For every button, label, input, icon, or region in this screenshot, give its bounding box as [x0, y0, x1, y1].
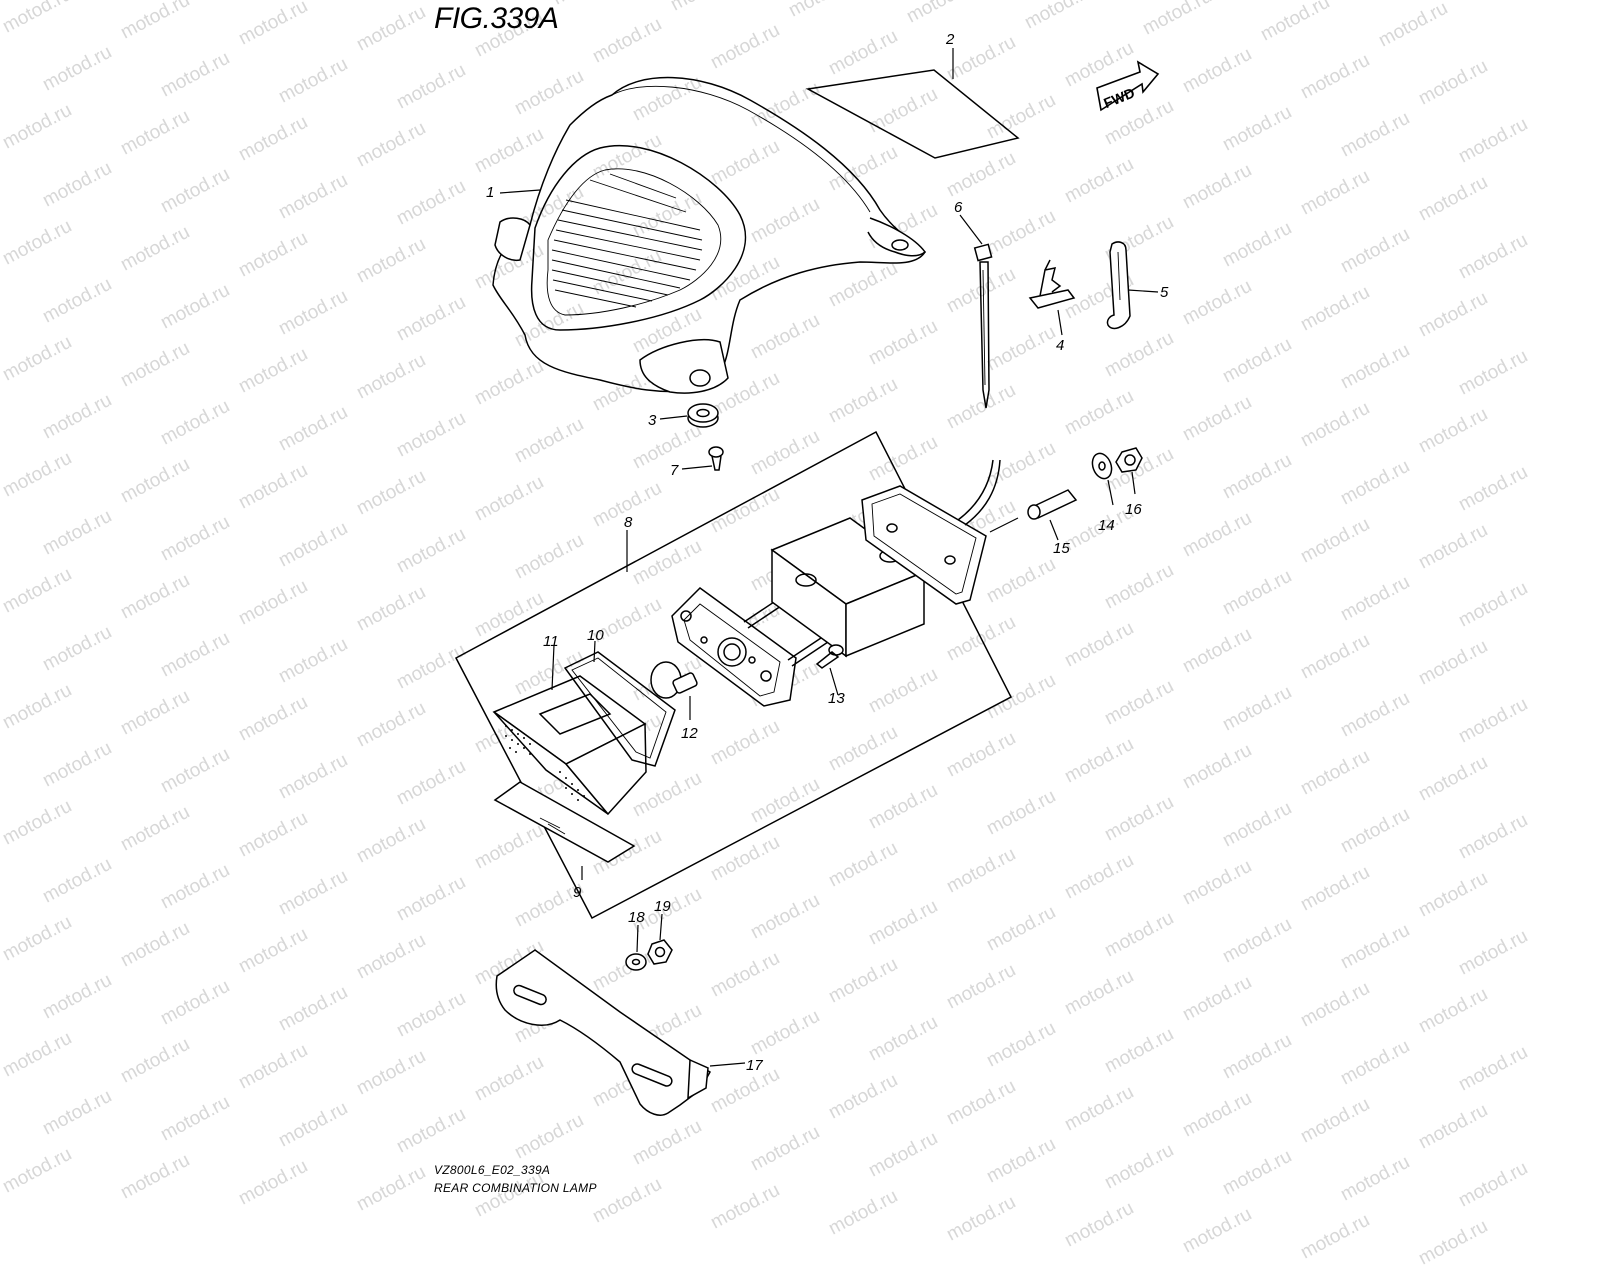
- part-18-washer: [625, 924, 647, 971]
- part-8-assembly-box: [454, 430, 1013, 920]
- part-4-clip: [1028, 259, 1076, 336]
- callout-5: 5: [1160, 284, 1169, 301]
- callout-17: 17: [746, 1057, 763, 1074]
- part-16-nut: [1115, 447, 1143, 495]
- callout-7: 7: [670, 462, 679, 479]
- rear-gasket-plate: [861, 459, 1019, 605]
- model-code: VZ800L6_E02_339A: [434, 1163, 551, 1177]
- part-15-collar: [1027, 489, 1078, 541]
- part-11-lens: [492, 644, 647, 816]
- part-3-grommet: [659, 403, 719, 428]
- callout-19: 19: [654, 898, 671, 915]
- callout-13: 13: [828, 690, 845, 707]
- callout-16: 16: [1125, 501, 1142, 518]
- part-9-plate-lens: [493, 781, 636, 880]
- callout-11: 11: [543, 633, 559, 650]
- callout-1: 1: [486, 184, 494, 201]
- part-17-bracket: [495, 949, 746, 1116]
- part-10-gasket: [563, 640, 676, 767]
- callout-8: 8: [624, 514, 633, 531]
- part-2-sheet: [805, 48, 1020, 159]
- parts-diagram: FWD: [454, 31, 1169, 1116]
- callout-4: 4: [1056, 337, 1064, 354]
- callout-9: 9: [573, 884, 582, 901]
- callout-12: 12: [681, 725, 698, 742]
- callout-14: 14: [1098, 517, 1115, 534]
- watermark-text: motod.ru: [1179, 1203, 1256, 1258]
- diagram-title: REAR COMBINATION LAMP: [434, 1181, 597, 1195]
- part-14-washer: [1091, 452, 1114, 506]
- part-19-nut: [647, 913, 673, 965]
- callout-3: 3: [648, 412, 657, 429]
- callout-15: 15: [1053, 540, 1070, 557]
- watermark-text: motod.ru: [1415, 1215, 1492, 1270]
- callout-18: 18: [628, 909, 645, 926]
- callout-2: 2: [945, 31, 955, 48]
- part-12-bulb: [650, 661, 698, 720]
- part-7-screw: [681, 446, 724, 471]
- part-1-tail-lamp-housing: [492, 76, 927, 394]
- watermark-text: motod.ru: [1297, 1209, 1374, 1264]
- fwd-arrow-icon: FWD: [1096, 60, 1160, 112]
- part-13-screw: [815, 644, 844, 696]
- watermark-text: motod.ru: [1061, 1197, 1138, 1252]
- foam-block: [770, 517, 926, 658]
- part-5-clamp: [1106, 241, 1159, 330]
- figure-title: FIG.339A: [434, 2, 559, 35]
- callout-6: 6: [954, 199, 963, 216]
- callout-10: 10: [587, 627, 604, 644]
- part-6-cable-tie: [959, 214, 993, 409]
